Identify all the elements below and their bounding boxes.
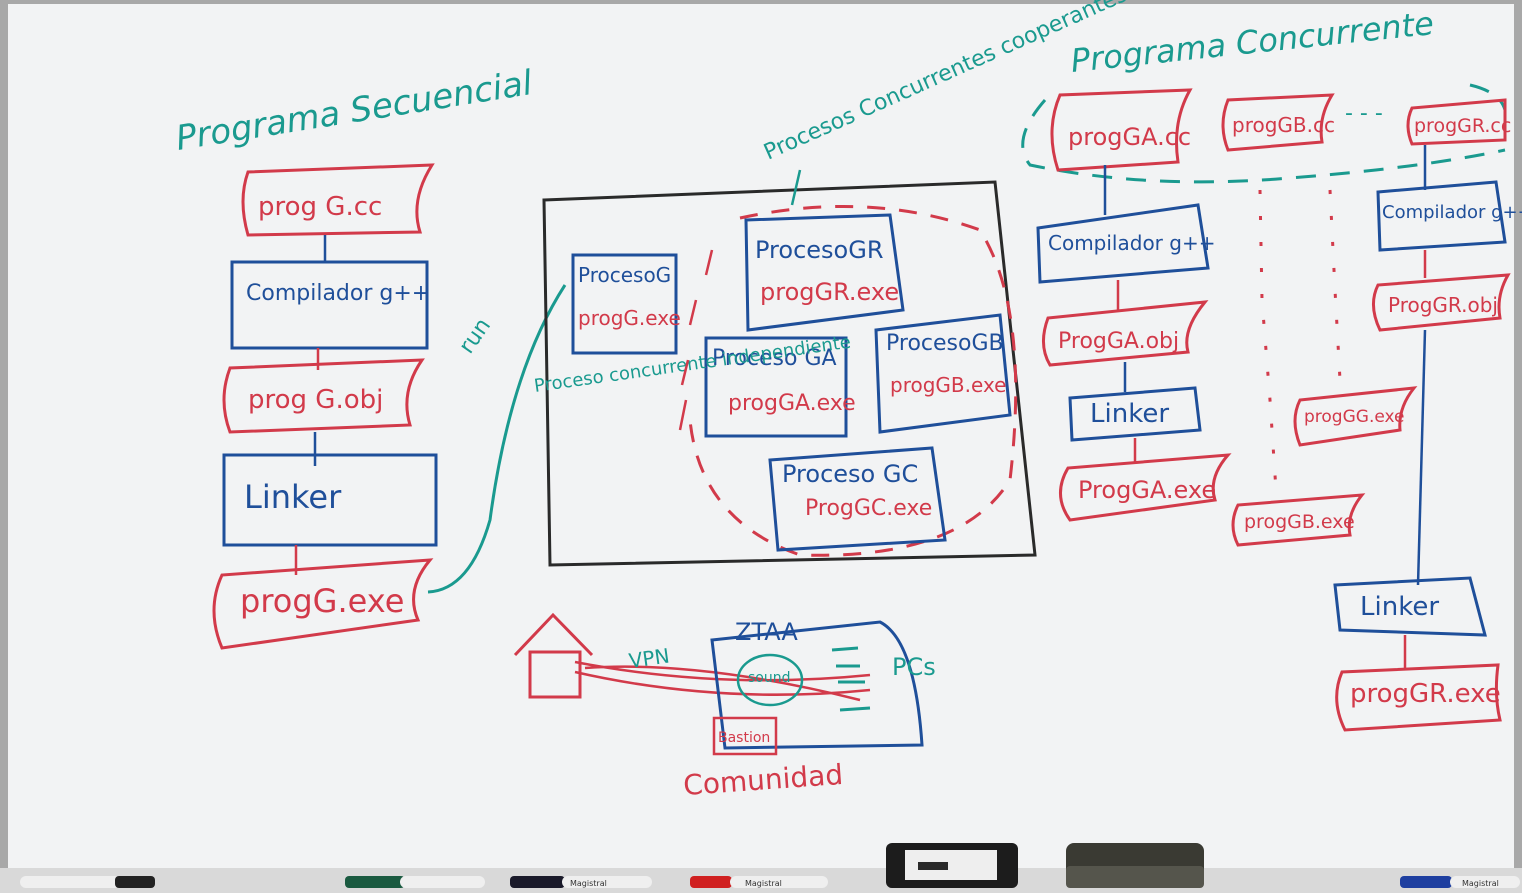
house-icon [513,612,594,699]
process-gr-exe: progGR.exe [760,278,899,306]
marker-brand-1: Magistral [570,879,607,888]
exe-b-box: progGB.exe [1231,493,1366,547]
process-ga-box: Proceso GA progGA.exe [704,336,856,438]
src-r-label: progGR.cc [1414,115,1511,137]
ztaa-label: ZTAA [735,618,798,646]
compiler-a-box: Compilador g++ [1036,203,1215,284]
run-arrow [427,284,567,594]
exe-g-box: progGG.exe [1293,386,1418,447]
src-a-label: progGA.cc [1068,123,1191,151]
marker-green [345,876,485,888]
src-b-box: progGB.cc [1221,93,1335,152]
bastion-label: Bastion [718,730,770,746]
eraser-magnetic [886,843,1018,888]
process-g-exe: progG.exe [578,306,681,330]
process-gr-title: ProcesoGR [755,236,884,264]
seq-object-box: prog G.obj [222,358,425,434]
seq-compiler-box: Compilador g++ [230,260,430,350]
marker-brand-2: Magistral [745,879,782,888]
process-g-title: ProcesoG [578,263,671,287]
seq-linker-box: Linker [222,453,438,547]
obj-r-box: ProgGR.obj [1372,273,1511,332]
linker-r-label: Linker [1360,592,1439,622]
src-b-label: progGB.cc [1232,113,1335,137]
vpn-links [574,660,871,702]
sound-circle [736,653,804,707]
sound-label: sound [748,670,791,686]
marker-red: Magistral [690,876,828,888]
exe-r-box: progGR.exe [1335,663,1502,732]
process-gc-title: Proceso GC [782,460,918,488]
process-ga-exe: progGA.exe [728,391,856,416]
exe-g-label: progGG.exe [1304,407,1405,427]
exe-r-label: progGR.exe [1350,679,1501,709]
marker-dark: Magistral [510,876,652,888]
seq-source-label: prog G.cc [258,192,382,222]
vpn-label: VPN [627,644,671,673]
ztaa-box: ZTAA [710,618,924,750]
process-gb-title: ProcesoGB [886,331,1004,356]
ellipsis: - - - [1345,101,1383,126]
src-a-box: progGA.cc [1050,88,1193,172]
linker-r-box: Linker [1333,576,1487,637]
obj-r-label: ProgGR.obj [1388,293,1498,317]
process-gb-box: ProcesoGB progGB.exe [874,313,1012,434]
seq-source-box: prog G.cc [241,163,435,237]
seq-exe-box: progG.exe [212,558,434,650]
process-gc-exe: ProgGC.exe [805,496,932,521]
separator-marks [678,249,714,431]
exe-a-label: ProgGA.exe [1078,476,1216,504]
process-gc-box: Proceso GC ProgGC.exe [768,446,947,552]
seq-compiler-label: Compilador g++ [246,281,430,306]
src-r-box: progGR.cc [1406,98,1511,146]
compiler-r-box: Compilador g++ [1376,180,1522,252]
bastion-box: Bastion [712,716,778,756]
compiler-a-label: Compilador g++ [1048,231,1215,255]
pc-lines [831,646,871,712]
obj-a-box: ProgGA.obj [1042,300,1209,367]
linker-a-label: Linker [1090,399,1169,429]
exe-a-box: ProgGA.exe [1059,453,1232,522]
pcs-label: PCs [892,653,936,681]
b-dotted-path [1258,189,1278,491]
compiler-r-label: Compilador g++ [1382,202,1522,223]
eraser-felt [1066,843,1204,888]
r-arrow-3 [1416,329,1427,586]
linker-a-box: Linker [1068,386,1202,442]
cooperating-arrow [790,169,802,206]
obj-a-label: ProgGA.obj [1058,329,1179,354]
process-gb-exe: progGB.exe [890,373,1006,397]
marker-brand-3: Magistral [1462,879,1499,888]
process-gr-box: ProcesoGR progGR.exe [744,213,905,332]
process-g-box: ProcesoG progG.exe [571,253,681,355]
process-ga-title: Proceso GA [712,346,837,371]
process-area [542,180,1037,567]
marker-black [20,876,155,888]
seq-object-label: prog G.obj [248,385,383,415]
cooperating-boundary [688,205,1018,557]
marker-blue: Magistral [1400,876,1520,888]
seq-exe-label: progG.exe [240,582,404,620]
seq-linker-label: Linker [244,478,342,516]
exe-b-label: progGB.exe [1244,511,1355,533]
